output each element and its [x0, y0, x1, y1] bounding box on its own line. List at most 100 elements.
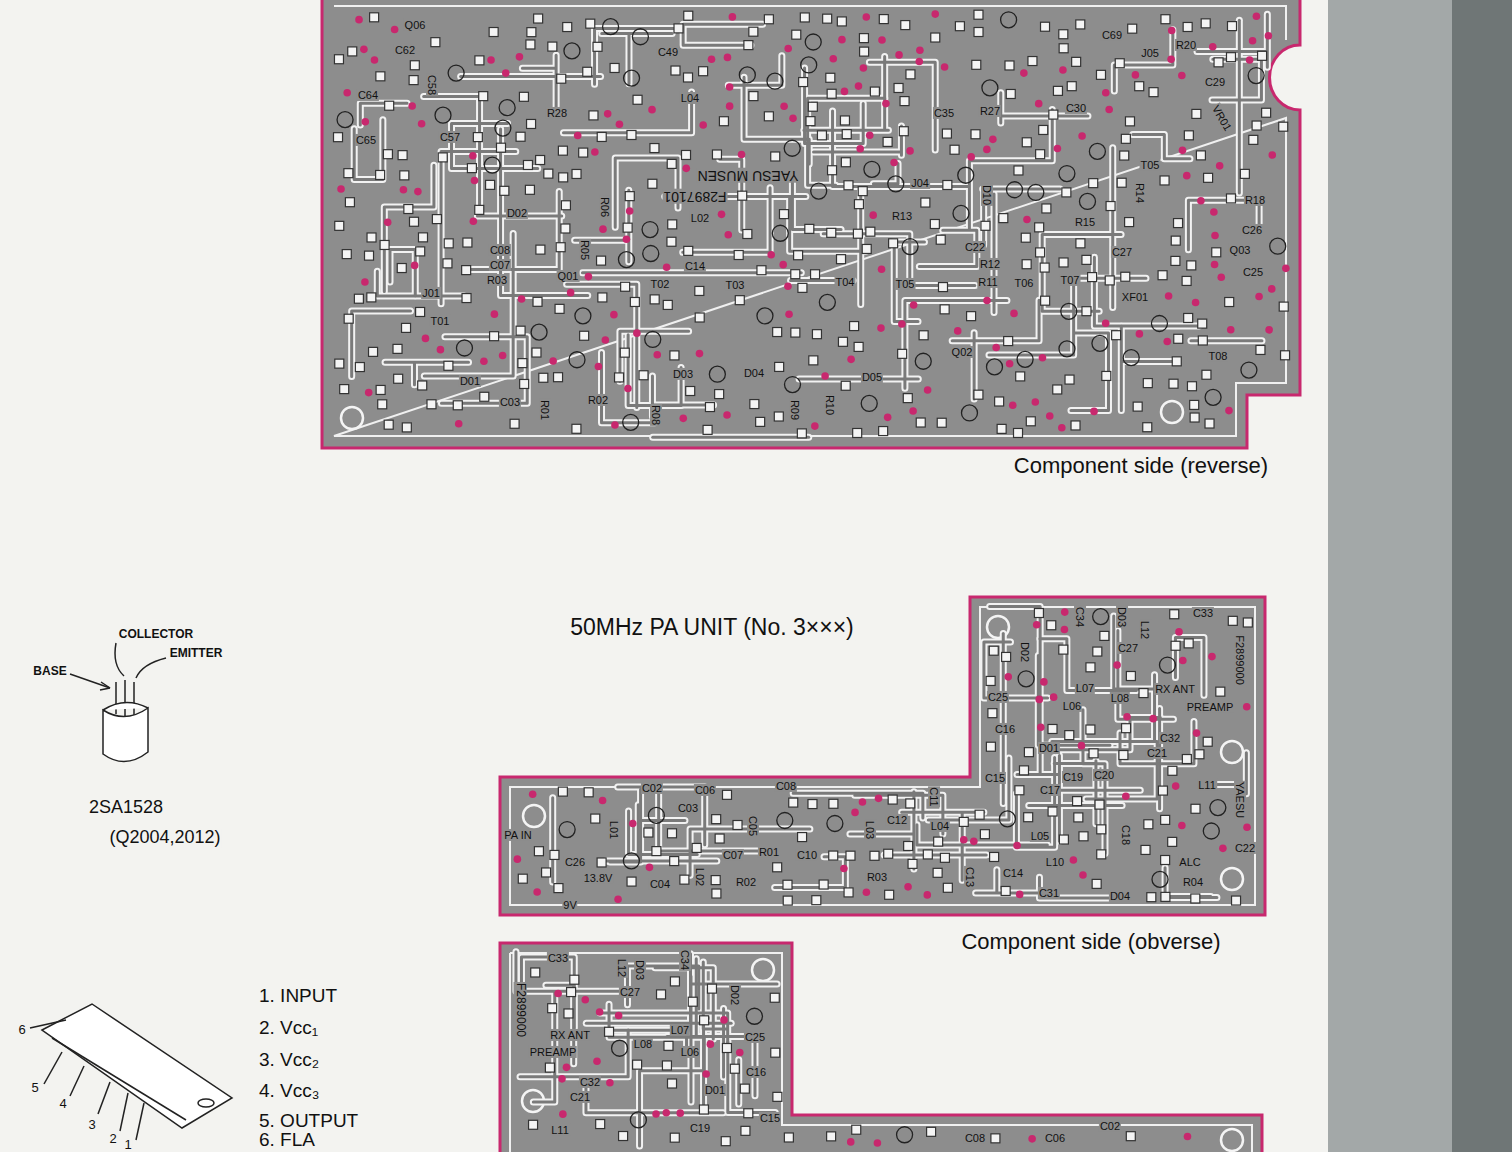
part-label: R15 [1074, 216, 1096, 228]
via-dot [882, 100, 890, 108]
copper-trace [424, 233, 513, 376]
solder-pad [1021, 233, 1030, 242]
part-label: C08 [775, 780, 797, 792]
solder-pad [828, 166, 837, 175]
copper-trace [687, 976, 694, 1102]
solder-pad [605, 1027, 614, 1036]
solder-pad [667, 237, 676, 246]
solder-pad [544, 169, 553, 178]
via-dot [1193, 729, 1201, 737]
part-label: R01 [539, 399, 551, 421]
copper-trace [689, 976, 692, 1102]
component-outline [1059, 166, 1075, 182]
via-dot [623, 235, 631, 243]
solder-pad [1067, 82, 1076, 91]
component-outline [709, 366, 725, 382]
part-label: R06 [599, 196, 611, 218]
via-dot [707, 1040, 715, 1048]
solder-pad [1016, 372, 1025, 381]
solder-pad [397, 264, 406, 273]
solder-pad [986, 742, 995, 751]
component-outline [827, 816, 843, 832]
via-dot [811, 422, 819, 430]
via-dot [1054, 145, 1062, 153]
solder-pad [806, 117, 815, 126]
solder-pad [1171, 641, 1180, 650]
solder-pad [1279, 122, 1288, 131]
solder-pad [664, 1041, 673, 1050]
part-label: D02 [729, 984, 741, 1006]
solder-pad [334, 133, 343, 142]
solder-pad [779, 210, 788, 219]
component-outline [805, 34, 821, 50]
solder-pad [570, 975, 579, 984]
solder-pad [1065, 731, 1074, 740]
solder-pad [548, 1004, 557, 1013]
component-outline [603, 19, 619, 35]
via-dot [954, 327, 962, 335]
via-dot [1216, 162, 1224, 170]
solder-pad [627, 877, 636, 886]
solder-pad [1073, 797, 1082, 806]
solder-pad [811, 270, 820, 279]
solder-pad [534, 14, 543, 23]
via-dot [384, 219, 392, 227]
via-dot [1020, 69, 1028, 77]
via-dot [1210, 208, 1218, 216]
solder-pad [1128, 24, 1137, 33]
pin-number: 2 [108, 1132, 117, 1146]
solder-pad [837, 17, 846, 26]
solder-pad [858, 187, 867, 196]
solder-pad [527, 28, 536, 37]
component-outline [624, 70, 640, 86]
via-dot [629, 820, 637, 828]
copper-trace [424, 233, 513, 376]
via-dot [1004, 673, 1012, 681]
solder-pad [1279, 302, 1288, 311]
solder-pad [516, 132, 525, 141]
via-dot [1208, 653, 1216, 661]
solder-pad [1240, 169, 1249, 178]
solder-pad [1112, 331, 1121, 340]
via-dot [1035, 696, 1043, 704]
solder-pad [854, 342, 863, 351]
solder-pad [1143, 423, 1152, 432]
solder-pad [684, 11, 693, 20]
part-label: C16 [994, 723, 1016, 735]
pcb-board [322, 0, 1300, 448]
solder-pad [823, 14, 832, 23]
via-dot [1167, 55, 1175, 63]
solder-pad [715, 390, 724, 399]
part-label: D01 [459, 375, 481, 387]
copper-trace [352, 311, 411, 376]
component-outline [958, 167, 974, 183]
solder-pad [974, 10, 983, 19]
component-outline [1093, 609, 1109, 625]
part-label: C65 [355, 134, 377, 146]
copper-trace [653, 434, 809, 441]
component-outline [819, 294, 835, 310]
solder-pad [1125, 117, 1134, 126]
solder-pad [770, 993, 779, 1002]
part-label: C22 [964, 241, 986, 253]
via-dot [723, 411, 731, 419]
via-dot [916, 46, 924, 54]
part-label: C25 [987, 691, 1009, 703]
part-label: L12 [1139, 620, 1151, 640]
solder-pad [686, 387, 695, 396]
solder-pad [475, 56, 484, 65]
component-pads [514, 608, 1253, 905]
solder-pad [340, 385, 349, 394]
solder-pad [597, 256, 606, 265]
solder-pad [888, 795, 897, 804]
solder-pad [596, 1120, 605, 1129]
via-dot [1058, 424, 1066, 432]
component-outline [1203, 823, 1219, 839]
via-dot [841, 88, 849, 96]
part-label: R08 [650, 404, 662, 426]
via-dot [487, 56, 495, 64]
solder-pad [404, 205, 413, 214]
part-label: C49 [657, 46, 679, 58]
copper-trace [609, 1004, 703, 1037]
solder-pad [712, 889, 721, 898]
